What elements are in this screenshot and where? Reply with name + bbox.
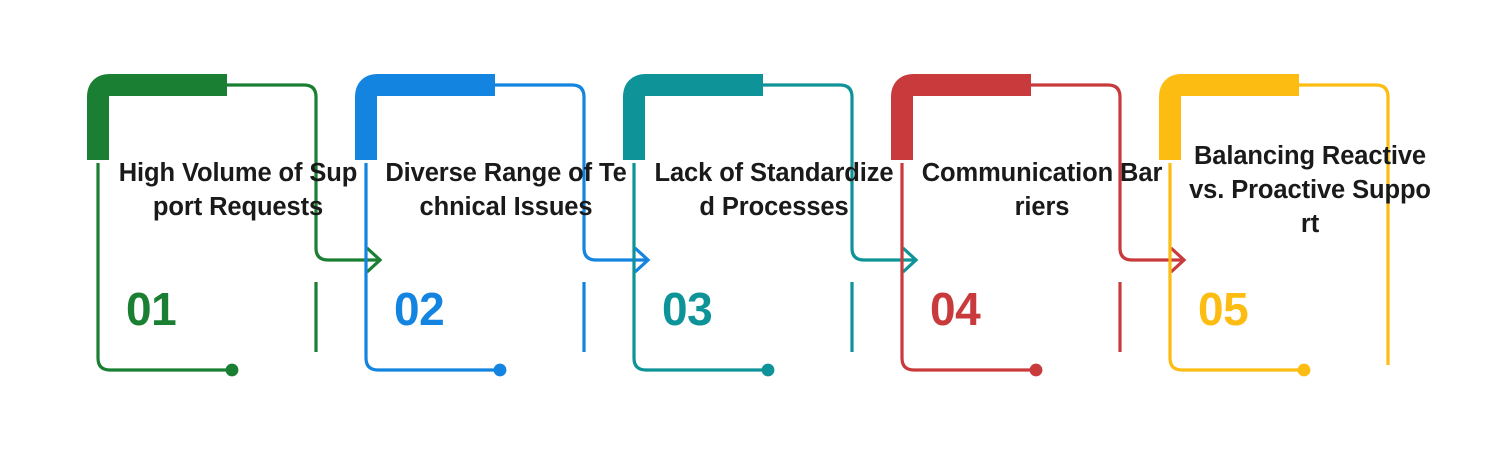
frame-top-right-edge xyxy=(1299,83,1390,232)
frame-thick-corner-stub xyxy=(87,74,227,160)
step-title: Diverse Range of Technical Issues xyxy=(385,158,627,221)
connector-arrow-shaft xyxy=(1118,232,1182,262)
connector-arrow-shaft xyxy=(850,232,914,262)
process-step-card-05[interactable]: Balancing Reactive vs. Proactive Support… xyxy=(1159,0,1460,459)
step-number: 05 xyxy=(1198,283,1249,335)
frame-thick-corner-stub xyxy=(891,74,1031,160)
step-number: 04 xyxy=(930,283,981,335)
frame-thick-corner-stub xyxy=(623,74,763,160)
step-number: 01 xyxy=(126,283,177,335)
step-bracket-frame xyxy=(891,74,1187,377)
frame-thick-corner-stub xyxy=(355,74,495,160)
frame-end-dot xyxy=(761,363,775,377)
frame-top-right-edge xyxy=(763,83,854,232)
frame-end-dot xyxy=(493,363,507,377)
frame-end-dot xyxy=(225,363,239,377)
connector-arrow-head xyxy=(901,246,919,274)
frame-left-bottom-edge xyxy=(632,163,768,372)
frame-top-right-edge xyxy=(1031,83,1122,232)
step-title: Balancing Reactive vs. Proactive Support xyxy=(1189,141,1431,239)
process-step-card-03[interactable]: Lack of Standardized Processes 03 xyxy=(623,0,924,459)
connector-arrow-head xyxy=(633,246,651,274)
step-number: 02 xyxy=(394,283,445,335)
process-step-card-01[interactable]: High Volume of Support Requests 01 xyxy=(87,0,388,459)
frame-left-bottom-edge xyxy=(900,163,1036,372)
connector-arrow-head xyxy=(365,246,383,274)
connector-arrow-head xyxy=(1169,246,1187,274)
step-bracket-frame xyxy=(355,74,651,377)
step-bracket-frame xyxy=(1159,74,1390,377)
frame-end-dot xyxy=(1297,363,1311,377)
frame-left-bottom-edge xyxy=(364,163,500,372)
frame-thick-corner-stub xyxy=(1159,74,1299,160)
frame-top-right-edge xyxy=(227,83,318,232)
process-step-card-04[interactable]: Communication Barriers 04 xyxy=(891,0,1192,459)
frame-end-dot xyxy=(1029,363,1043,377)
step-bracket-frame xyxy=(623,74,919,377)
step-bracket-frame xyxy=(87,74,383,377)
process-step-card-02[interactable]: Diverse Range of Technical Issues 02 xyxy=(355,0,656,459)
connector-arrow-shaft xyxy=(314,232,378,262)
step-title: Lack of Standardized Processes xyxy=(654,158,894,221)
frame-top-right-edge xyxy=(495,83,586,232)
step-number: 03 xyxy=(662,283,713,335)
step-title: High Volume of Support Requests xyxy=(118,158,358,221)
step-title: Communication Barriers xyxy=(921,158,1163,221)
frame-left-bottom-edge xyxy=(96,163,232,372)
connector-arrow-shaft xyxy=(582,232,646,262)
frame-left-bottom-edge xyxy=(1168,163,1304,372)
